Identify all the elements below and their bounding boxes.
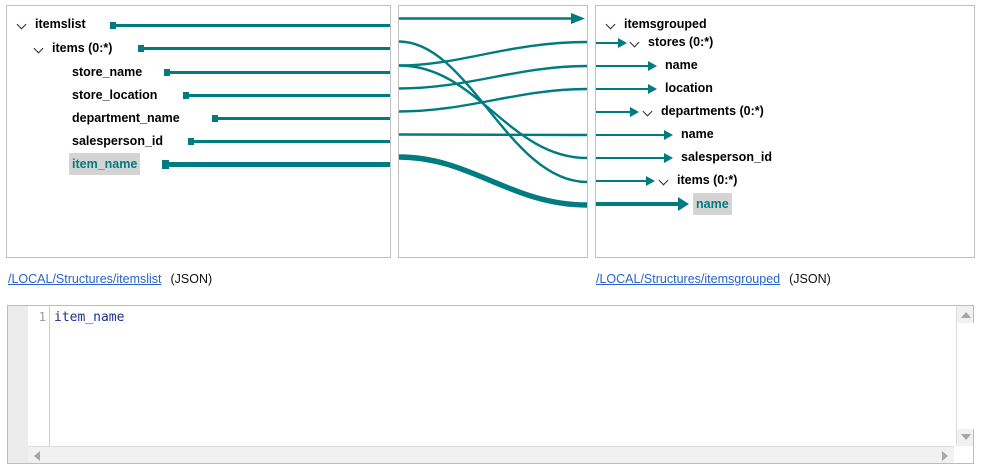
connector-line-itemslist	[115, 23, 390, 27]
connector-stub-store-location	[183, 92, 189, 99]
link-departmentname-departments	[399, 87, 587, 113]
editor-line-number: 1	[28, 306, 50, 463]
tree-node-label: departments (0:*)	[661, 104, 764, 118]
connector-line-store-name	[169, 70, 390, 74]
target-arrow-line-name-3	[596, 202, 678, 206]
connector-stub-department-name	[212, 115, 218, 122]
source-tree-panel-left[interactable]: itemslist items (0:*) store_name store_l…	[6, 5, 391, 258]
link-items-items	[399, 40, 587, 184]
target-arrow-line-name-1	[596, 65, 648, 67]
tree-node-stores-location[interactable]: location	[662, 78, 716, 98]
scroll-right-arrow-icon[interactable]	[942, 451, 948, 461]
scroll-left-arrow-icon[interactable]	[34, 451, 40, 461]
link-arrowhead	[571, 13, 585, 24]
source-caption-left: /LOCAL/Structures/itemslist (JSON)	[8, 272, 212, 286]
tree-node-itemsgrouped[interactable]: itemsgrouped	[606, 14, 710, 34]
tree-node-salesperson-id[interactable]: salesperson_id	[69, 131, 166, 151]
link-storelocation-name	[399, 64, 587, 90]
tree-node-label: store_location	[72, 88, 158, 102]
chevron-down-icon[interactable]	[643, 106, 654, 117]
source-path-link-right[interactable]: /LOCAL/Structures/itemsgrouped	[596, 272, 781, 286]
editor-vertical-scrollbar[interactable]	[956, 306, 974, 446]
tree-node-label: salesperson_id	[72, 134, 164, 148]
tree-node-label: itemslist	[35, 17, 86, 31]
target-arrow-line-items	[596, 180, 646, 182]
target-arrowhead-salesperson-id	[664, 153, 673, 163]
tree-node-department-name[interactable]: department_name	[69, 108, 183, 128]
tree-node-label: item_name	[69, 153, 141, 175]
connector-stub-salesperson-id	[188, 138, 194, 145]
connector-line-department-name	[217, 116, 390, 120]
chevron-down-icon[interactable]	[17, 19, 28, 30]
tree-node-label: itemsgrouped	[624, 17, 707, 31]
target-arrowhead-name-1	[648, 61, 657, 71]
source-format-left: (JSON)	[170, 272, 213, 286]
link-extra-descend	[399, 64, 587, 160]
tree-node-store-name[interactable]: store_name	[69, 62, 145, 82]
tree-node-item-name[interactable]: item_name	[69, 153, 141, 175]
tree-node-store-location[interactable]: store_location	[69, 85, 160, 105]
tree-node-label: name	[693, 193, 732, 215]
source-path-link-left[interactable]: /LOCAL/Structures/itemslist	[8, 272, 162, 286]
tree-node-departments-name[interactable]: name	[678, 124, 717, 144]
target-arrow-line-salesperson-id	[596, 157, 664, 159]
tree-node-stores[interactable]: stores (0:*)	[630, 32, 716, 52]
tree-node-label: items (0:*)	[677, 173, 738, 187]
tree-node-label: location	[665, 81, 713, 95]
source-format-right: (JSON)	[789, 272, 831, 286]
tree-node-stores-name[interactable]: name	[662, 55, 701, 75]
mapping-links-panel[interactable]	[398, 5, 588, 258]
tree-node-itemslist[interactable]: itemslist	[17, 14, 89, 34]
target-arrow-line-stores	[596, 41, 618, 44]
tree-node-departments[interactable]: departments (0:*)	[643, 101, 767, 121]
tree-node-departments-salesperson-id[interactable]: salesperson_id	[678, 147, 775, 167]
scroll-down-arrow-icon[interactable]	[961, 434, 971, 440]
editor-marker-gutter[interactable]	[8, 306, 28, 463]
tree-node-departments-items[interactable]: items (0:*)	[659, 170, 740, 190]
connector-stub-items	[138, 45, 144, 52]
tree-node-items[interactable]: items (0:*)	[34, 38, 115, 58]
target-arrowhead-location	[648, 84, 657, 94]
target-arrow-line-name-2	[596, 134, 664, 136]
connector-line-items	[143, 46, 390, 50]
expression-editor[interactable]: 1 item_name	[7, 305, 974, 464]
target-arrowhead-name-3	[678, 197, 689, 211]
editor-vertical-scroll-thumb[interactable]	[957, 323, 974, 429]
connector-stub-item-name	[162, 160, 169, 169]
link-itemname-name-highlighted	[399, 154, 587, 208]
tree-node-label: salesperson_id	[681, 150, 773, 164]
source-caption-right: /LOCAL/Structures/itemsgrouped (JSON)	[596, 272, 831, 286]
scroll-up-arrow-icon[interactable]	[961, 312, 971, 318]
tree-node-items-name[interactable]: name	[693, 193, 732, 215]
connector-line-salesperson-id	[193, 139, 390, 143]
target-arrow-line-departments	[596, 111, 630, 113]
tree-node-label: name	[665, 58, 698, 72]
connector-line-store-location	[188, 93, 390, 97]
tree-node-label: items (0:*)	[52, 41, 113, 55]
target-arrowhead-name-2	[664, 130, 673, 140]
tree-node-label: store_name	[72, 65, 143, 79]
connector-line-item-name	[168, 162, 390, 167]
chevron-down-icon[interactable]	[34, 43, 45, 54]
tree-node-label: stores (0:*)	[648, 35, 714, 49]
editor-horizontal-scrollbar[interactable]	[28, 446, 954, 463]
connector-stub-itemslist	[110, 22, 116, 29]
link-storename-stores	[399, 40, 587, 67]
target-arrowhead-stores	[618, 37, 627, 48]
mapping-links-svg	[399, 13, 587, 208]
chevron-down-icon[interactable]	[606, 19, 617, 30]
tree-node-label: department_name	[72, 111, 180, 125]
chevron-down-icon[interactable]	[630, 37, 641, 48]
tree-node-label: name	[681, 127, 714, 141]
connector-stub-store-name	[164, 69, 170, 76]
target-arrow-line-location	[596, 88, 648, 90]
chevron-down-icon[interactable]	[659, 175, 670, 186]
target-tree-panel-right[interactable]: itemsgrouped stores (0:*) name location …	[595, 5, 975, 258]
editor-code-text[interactable]: item_name	[54, 310, 125, 325]
target-arrowhead-departments	[630, 107, 639, 117]
link-salespersonid-salespersonid	[399, 133, 587, 137]
target-arrowhead-items	[646, 176, 655, 186]
